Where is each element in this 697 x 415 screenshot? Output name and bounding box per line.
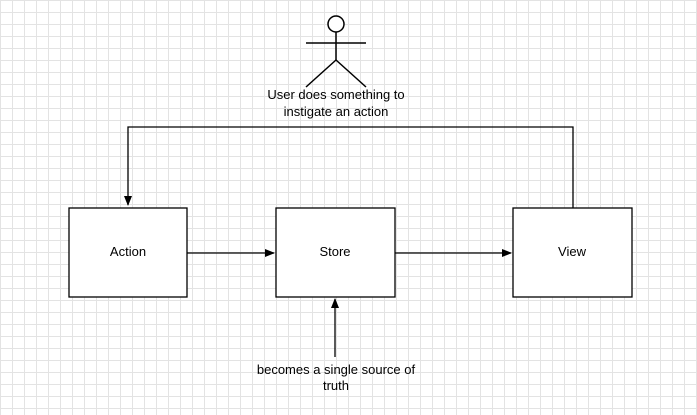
view-box (512, 207, 633, 298)
action-node[interactable]: Action (68, 207, 188, 298)
store-label: Store (319, 244, 350, 259)
store-node[interactable]: Store (275, 207, 396, 298)
store-annotation-line-2: truth (323, 378, 349, 393)
view-node[interactable]: View (512, 207, 633, 298)
user-annotation-line-2: instigate an action (284, 104, 389, 119)
stick-figure-user-icon (305, 15, 367, 88)
action-box (68, 207, 188, 298)
user-annotation-line-1: User does something to (267, 87, 404, 102)
view-label: View (558, 244, 587, 259)
store-box (275, 207, 396, 298)
view-to-action-arrow (124, 126, 574, 208)
store-annotation-line-1: becomes a single source of (257, 362, 416, 377)
action-label: Action (110, 244, 146, 259)
